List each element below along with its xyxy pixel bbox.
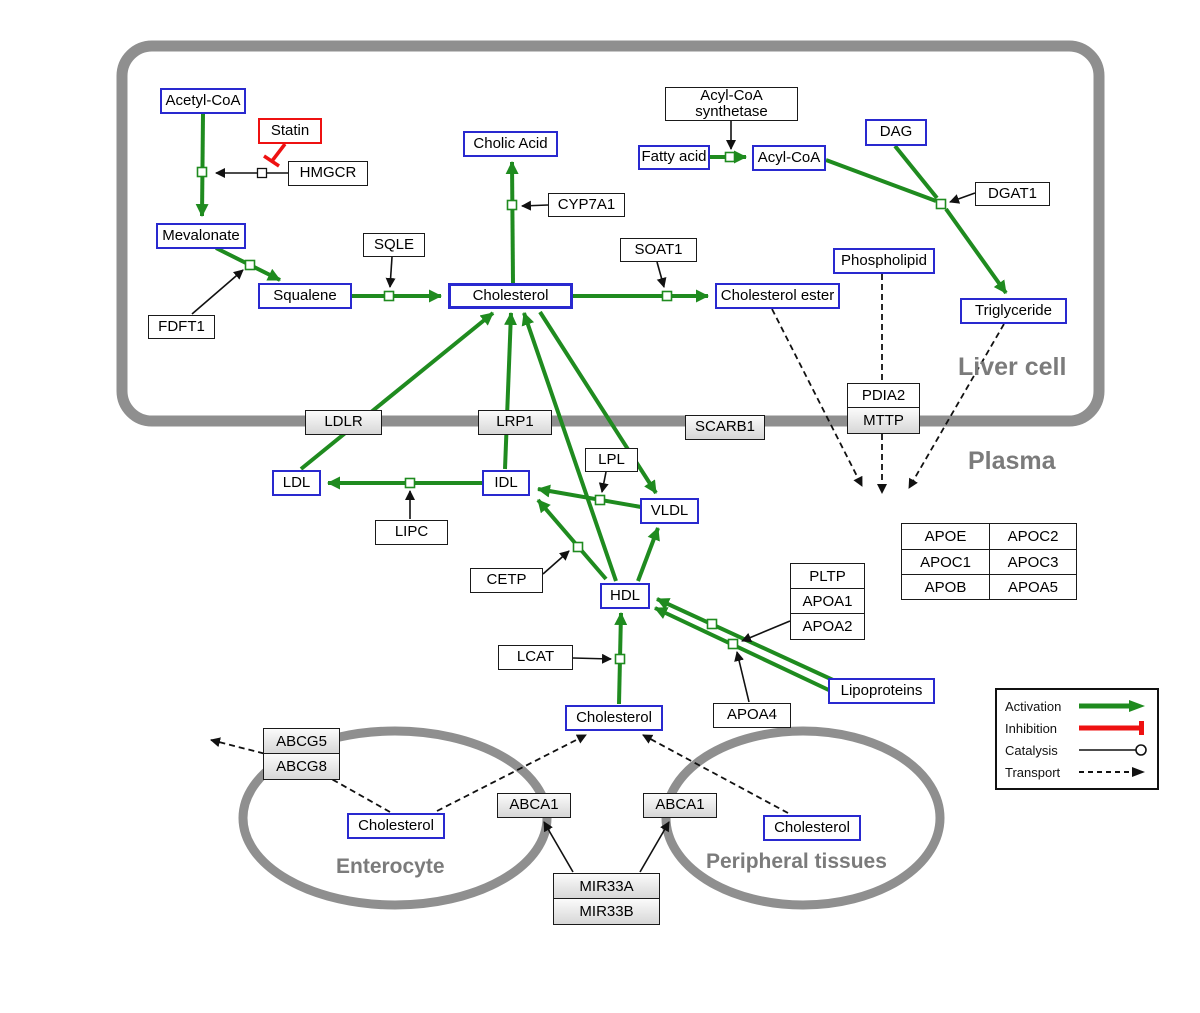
node-sqle[interactable]: SQLE [363,233,425,257]
hmgcr-catalysis-node [256,167,268,179]
stack-pdia2-mttp: PDIA2 MTTP [847,383,920,434]
legend-row-transport: Transport [1005,762,1149,782]
node-mttp[interactable]: MTTP [848,408,919,433]
node-lpl[interactable]: LPL [585,448,638,472]
node-apoa5[interactable]: APOA5 [989,574,1076,599]
node-lcat[interactable]: LCAT [498,645,573,670]
node-fatty-acid[interactable]: Fatty acid [638,145,710,170]
node-dag[interactable]: DAG [865,119,927,146]
node-lipc[interactable]: LIPC [375,520,448,545]
node-statin[interactable]: Statin [258,118,322,144]
node-apoc2[interactable]: APOC2 [989,524,1076,549]
node-lipoproteins[interactable]: Lipoproteins [828,678,935,704]
legend-row-inhibition: Inhibition [1005,718,1149,738]
legend-activation-label: Activation [1005,698,1062,714]
node-abca1-peripheral[interactable]: ABCA1 [643,793,717,818]
node-cholic-acid[interactable]: Cholic Acid [463,131,558,157]
node-hmgcr[interactable]: HMGCR [288,161,368,186]
stack-pltp-apoa: PLTP APOA1 APOA2 [790,563,865,640]
catalysis-circle-icon [1079,744,1147,756]
node-hdl[interactable]: HDL [600,583,650,609]
activation-arrow-icon [1079,700,1145,712]
node-abca1-enterocyte[interactable]: ABCA1 [497,793,571,818]
legend-transport-label: Transport [1005,764,1061,780]
legend-catalysis-label: Catalysis [1005,742,1058,758]
node-triglyceride[interactable]: Triglyceride [960,298,1067,324]
reaction-nodes [196,151,947,665]
peripheral-tissues-outline [661,726,945,910]
enterocyte-outline [238,726,552,910]
liver-cell-outline [116,40,1105,427]
node-mir33b[interactable]: MIR33B [554,899,659,924]
node-cholesterol-enterocyte[interactable]: Cholesterol [347,813,445,839]
node-cholesterol-peripheral[interactable]: Cholesterol [763,815,861,841]
node-dgat1[interactable]: DGAT1 [975,182,1050,206]
transport-edges [210,274,1005,814]
node-cetp[interactable]: CETP [470,568,543,593]
stack-mir33: MIR33A MIR33B [553,873,660,925]
node-acyl-coa[interactable]: Acyl-CoA [752,145,826,171]
node-idl[interactable]: IDL [482,470,530,496]
node-fdft1[interactable]: FDFT1 [148,315,215,339]
enterocyte-label: Enterocyte [336,855,445,878]
legend: Activation Inhibition Catalysis Transpor… [995,688,1159,790]
plasma-label: Plasma [968,447,1056,475]
transport-dashed-arrow-icon [1079,767,1145,777]
legend-inhibition-label: Inhibition [1005,720,1058,736]
node-mevalonate[interactable]: Mevalonate [156,223,246,249]
catalysis-edges [191,121,976,873]
node-apoe[interactable]: APOE [902,524,989,549]
node-apoa4[interactable]: APOA4 [713,703,791,728]
legend-row-activation: Activation [1005,696,1149,716]
node-apoc1[interactable]: APOC1 [902,549,989,574]
node-acetyl-coa[interactable]: Acetyl-CoA [160,88,246,114]
node-vldl[interactable]: VLDL [640,498,699,524]
legend-row-catalysis: Catalysis [1005,740,1149,760]
node-lrp1[interactable]: LRP1 [478,410,552,435]
node-scarb1[interactable]: SCARB1 [685,415,765,440]
node-cyp7a1[interactable]: CYP7A1 [548,193,625,217]
node-pdia2[interactable]: PDIA2 [848,384,919,408]
node-abcg5[interactable]: ABCG5 [264,729,339,754]
node-abcg8[interactable]: ABCG8 [264,754,339,779]
node-mir33a[interactable]: MIR33A [554,874,659,899]
node-cholesterol-liver[interactable]: Cholesterol [448,283,573,309]
node-apoa2[interactable]: APOA2 [791,614,864,639]
node-cholesterol-plasma[interactable]: Cholesterol [565,705,663,731]
apolipoprotein-table: APOE APOC2 APOC1 APOC3 APOB APOA5 [901,523,1077,600]
node-cholesterol-ester[interactable]: Cholesterol ester [715,283,840,309]
node-apob[interactable]: APOB [902,574,989,599]
node-pltp[interactable]: PLTP [791,564,864,589]
node-ldlr[interactable]: LDLR [305,410,382,435]
node-phospholipid[interactable]: Phospholipid [833,248,935,274]
inhibition-edge [263,142,287,168]
node-acyl-coa-synthetase[interactable]: Acyl-CoA synthetase [665,87,798,121]
node-ldl[interactable]: LDL [272,470,321,496]
node-squalene[interactable]: Squalene [258,283,352,309]
inhibition-tbar-icon [1079,721,1144,735]
node-apoa1[interactable]: APOA1 [791,589,864,614]
liver-cell-label: Liver cell [958,353,1067,381]
node-apoc3[interactable]: APOC3 [989,549,1076,574]
peripheral-tissues-label: Peripheral tissues [706,850,887,873]
node-soat1[interactable]: SOAT1 [620,238,697,262]
stack-abcg: ABCG5 ABCG8 [263,728,340,780]
